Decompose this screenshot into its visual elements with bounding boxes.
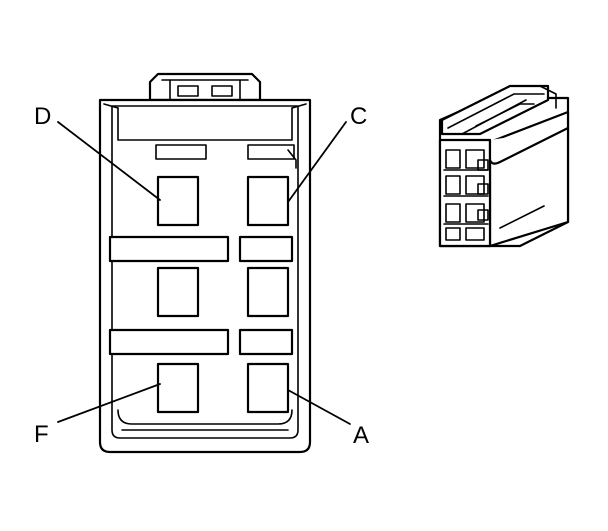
leader-a bbox=[287, 389, 351, 425]
key-slot-right bbox=[247, 144, 295, 160]
cavity-d bbox=[156, 175, 200, 227]
cavity-e bbox=[156, 266, 200, 318]
leader-c bbox=[287, 121, 347, 203]
leader-d bbox=[57, 121, 161, 201]
separator-bar-upper-left bbox=[108, 235, 230, 263]
housing-inner bbox=[111, 105, 299, 439]
cavity-c bbox=[246, 175, 290, 227]
cavity-a bbox=[246, 362, 290, 414]
cavity-f bbox=[156, 362, 200, 414]
pin-label-d: D bbox=[34, 103, 51, 130]
key-slot-left bbox=[155, 144, 207, 160]
connector-isometric-view bbox=[438, 84, 570, 248]
separator-bar-lower-left bbox=[108, 328, 230, 356]
pin-label-a: A bbox=[353, 422, 369, 449]
separator-bar-upper-right bbox=[238, 235, 294, 263]
leader-f bbox=[57, 383, 161, 423]
separator-bar-lower-right bbox=[238, 328, 294, 356]
connector-face-view bbox=[98, 72, 312, 454]
leader-lines bbox=[57, 121, 351, 425]
cavity-b bbox=[246, 266, 290, 318]
pin-label-c: C bbox=[350, 103, 367, 130]
pin-labels: D C F A bbox=[34, 103, 369, 449]
pin-label-f: F bbox=[34, 421, 49, 448]
